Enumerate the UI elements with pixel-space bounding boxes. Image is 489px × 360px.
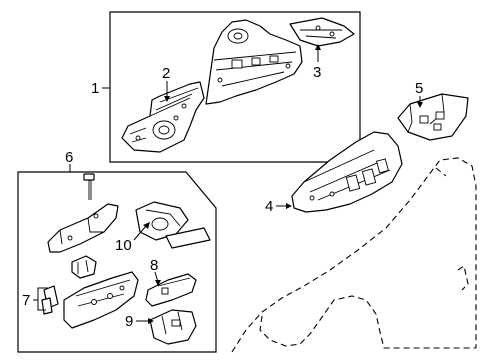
callout-2: 2 (162, 65, 170, 102)
part-10-wheelhouse-bracket[interactable] (135, 201, 211, 249)
callout-6: 6 (65, 149, 73, 172)
part-1-apron-assembly[interactable] (205, 19, 303, 105)
svg-text:8: 8 (150, 257, 158, 274)
fender-outline (231, 157, 477, 353)
svg-text:10: 10 (115, 237, 132, 254)
part-7-lower-rail[interactable] (41, 271, 139, 329)
svg-text:1: 1 (91, 80, 99, 97)
svg-text:2: 2 (162, 65, 170, 82)
svg-text:5: 5 (415, 80, 423, 97)
callout-1: 1 (91, 80, 110, 97)
callout-8: 8 (150, 257, 161, 286)
callout-10: 10 (115, 222, 150, 254)
part-4-fender-rail[interactable] (291, 131, 403, 213)
callout-3: 3 (313, 44, 321, 81)
svg-text:9: 9 (125, 313, 133, 330)
part-3-bracket[interactable] (289, 17, 355, 47)
clip[interactable] (71, 255, 97, 279)
callout-4: 4 (265, 198, 292, 215)
part-9-lower-bracket[interactable] (149, 309, 197, 345)
svg-text:3: 3 (313, 64, 321, 81)
bolt[interactable] (83, 173, 95, 200)
svg-text:4: 4 (265, 198, 273, 215)
front-rail-upper[interactable] (47, 203, 119, 253)
part-5-bracket[interactable] (397, 93, 469, 141)
svg-text:7: 7 (22, 292, 30, 309)
group-6-frame (17, 171, 217, 353)
callout-5: 5 (415, 80, 423, 108)
part-2-apron-panel[interactable] (121, 81, 205, 153)
callout-7: 7 (22, 287, 48, 311)
svg-text:6: 6 (65, 149, 73, 166)
callout-9: 9 (125, 313, 154, 330)
part-8-rail-bracket[interactable] (145, 273, 197, 307)
